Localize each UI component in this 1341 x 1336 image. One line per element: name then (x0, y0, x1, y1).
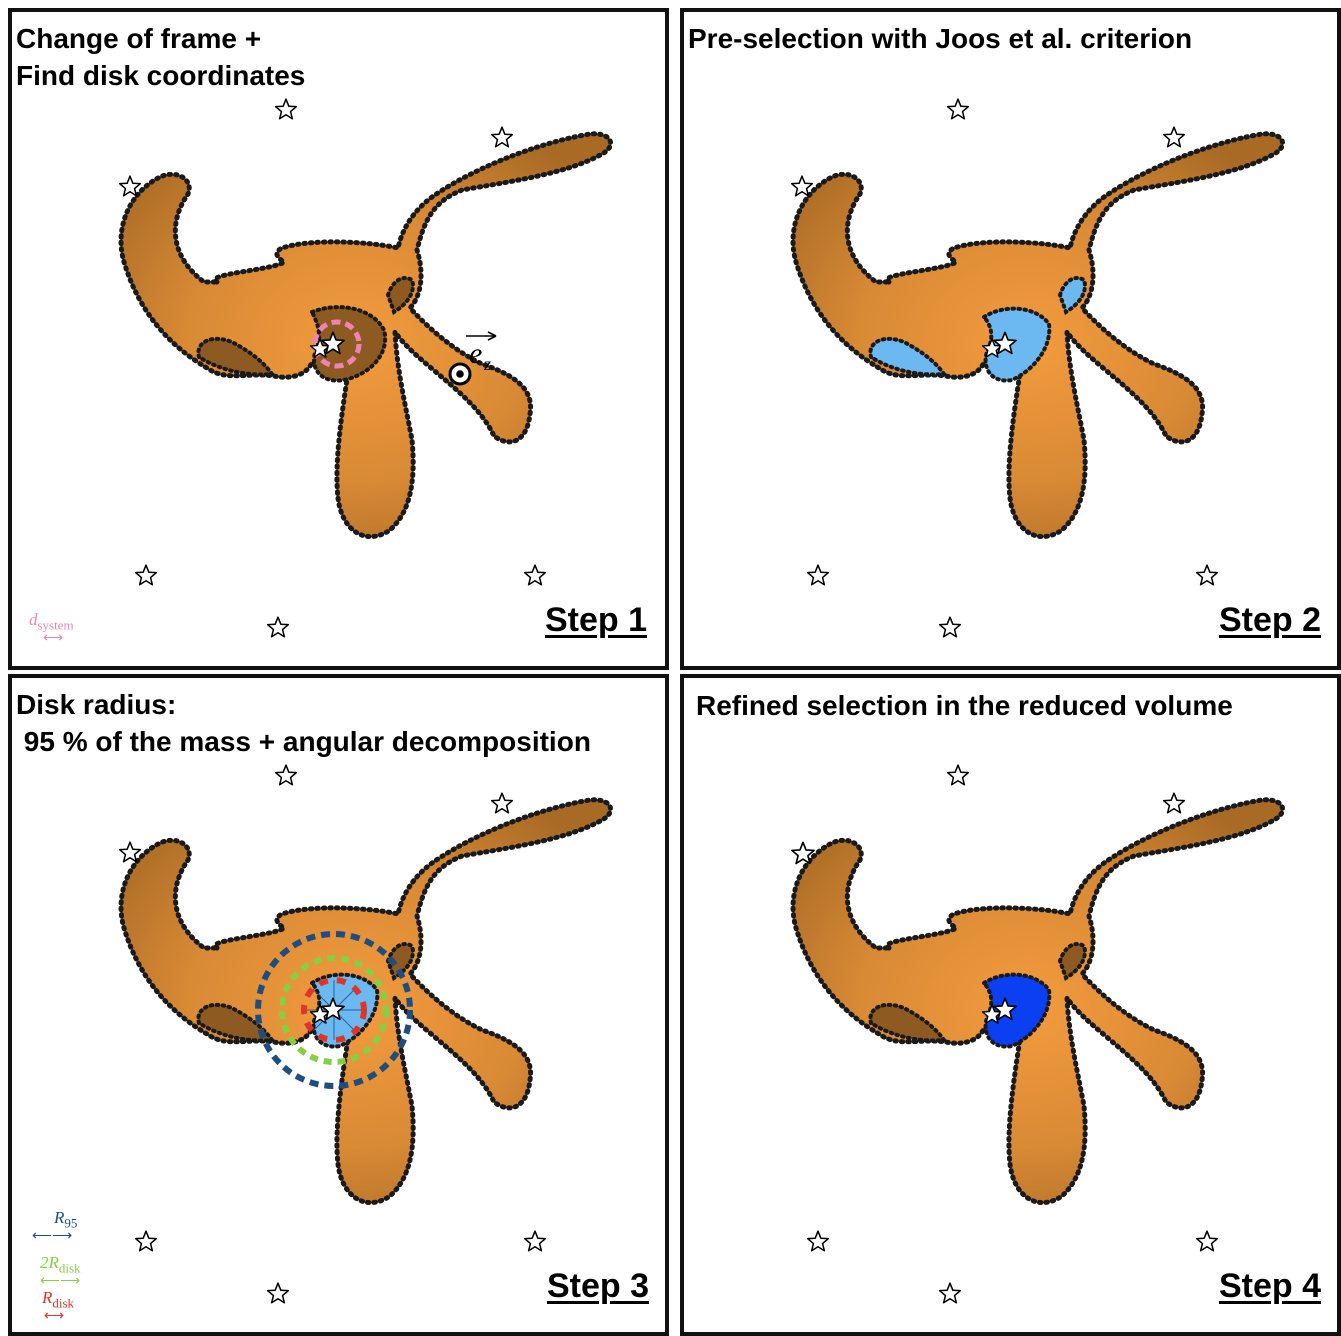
title-line: Find disk coordinates (16, 57, 305, 94)
panel-step-3: Disk radius: 95 % of the mass + angular … (8, 674, 669, 1336)
field-star (276, 765, 297, 785)
legend-arrow: ⟵⟶ (32, 1231, 77, 1243)
legend-arrow: ⟵⟶ (40, 1276, 81, 1288)
field-star (276, 99, 297, 119)
title-line: Disk radius: (16, 686, 591, 723)
ez-label: e (469, 337, 482, 370)
field-star (492, 127, 513, 147)
legend-subscript: disk (59, 1260, 81, 1275)
step-3-scene (12, 678, 669, 1336)
panel-title: Disk radius: 95 % of the mass + angular … (16, 686, 591, 760)
title-line: Change of frame + (16, 20, 305, 57)
legend-2r-disk: 2Rdisk ⟵⟶ (40, 1253, 81, 1288)
step-4-scene (684, 678, 1341, 1336)
field-star (808, 565, 829, 585)
legend-symbol: R (32, 1208, 64, 1227)
legend-subscript: system (38, 617, 74, 632)
legend-symbol: 2R (40, 1253, 59, 1272)
legend-r95: R95 ⟵⟶ (32, 1208, 77, 1243)
panel-title: Change of frame + Find disk coordinates (16, 20, 305, 94)
step-label: Step 4 (1219, 1267, 1321, 1306)
ez-dot-icon (456, 370, 464, 378)
field-star (525, 1231, 546, 1251)
legend-arrow: ⟷ (42, 1311, 74, 1323)
field-star (948, 765, 969, 785)
field-star (940, 1283, 961, 1303)
field-star (1164, 127, 1185, 147)
field-star (492, 793, 513, 813)
field-star (136, 1231, 157, 1251)
legend-subscript: 95 (64, 1215, 77, 1230)
panel-title: Refined selection in the reduced volume (696, 687, 1233, 724)
panel-step-4: Refined selection in the reduced volume … (680, 674, 1341, 1336)
field-star (1197, 1231, 1218, 1251)
step-label: Step 3 (547, 1267, 649, 1306)
field-star (1197, 565, 1218, 585)
legend-d-system: dsystem ⟷ (29, 610, 74, 645)
panel-title: Pre-selection with Joos et al. criterion (688, 20, 1192, 57)
title-line: 95 % of the mass + angular decomposition (16, 723, 591, 760)
legend-symbol: R (42, 1288, 52, 1307)
title-line: Refined selection in the reduced volume (696, 687, 1233, 724)
step-2-scene (684, 12, 1341, 670)
field-star (808, 1231, 829, 1251)
field-star (948, 99, 969, 119)
panel-step-1: e z Change of frame + Find disk coordina… (8, 8, 669, 670)
step-label: Step 1 (545, 601, 647, 640)
legend-r-disk: Rdisk ⟷ (42, 1288, 74, 1323)
field-star (268, 617, 289, 637)
step-1-scene: e z (12, 12, 669, 670)
title-line: Pre-selection with Joos et al. criterion (688, 20, 1192, 57)
field-star (1164, 793, 1185, 813)
legend-subscript: disk (52, 1295, 74, 1310)
ez-subscript: z (483, 354, 491, 374)
legend-arrow: ⟷ (29, 633, 74, 645)
field-star (525, 565, 546, 585)
field-star (940, 617, 961, 637)
field-star (136, 565, 157, 585)
field-star (268, 1283, 289, 1303)
step-label: Step 2 (1219, 601, 1321, 640)
legend-symbol: d (29, 610, 38, 629)
panel-step-2: Pre-selection with Joos et al. criterion… (680, 8, 1341, 670)
